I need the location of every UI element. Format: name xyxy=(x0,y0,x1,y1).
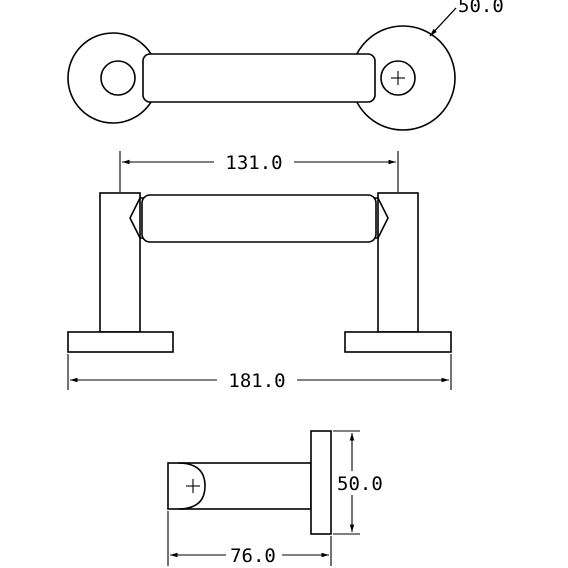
side-depth-label: 76.0 xyxy=(230,545,276,567)
front-view: 131.0 181.0 xyxy=(67,150,452,392)
right-post xyxy=(377,192,419,333)
left-post xyxy=(99,192,141,333)
right-end-cap xyxy=(372,197,389,239)
left-base xyxy=(67,331,174,353)
front-bar xyxy=(141,194,377,243)
right-base xyxy=(344,331,452,353)
top-view: 50.0 xyxy=(67,0,504,131)
side-height-label: 50.0 xyxy=(337,473,383,495)
side-plate xyxy=(310,430,332,535)
diameter-leader-arrow xyxy=(429,7,457,37)
right-post-circle xyxy=(380,60,416,96)
top-diameter-label: 50.0 xyxy=(458,0,504,17)
left-post-circle xyxy=(100,60,136,96)
side-view: 50.0 76.0 xyxy=(167,430,386,567)
front-overall-width-label: 181.0 xyxy=(228,370,285,392)
left-end-cap xyxy=(129,197,146,239)
front-inner-width-label: 131.0 xyxy=(225,152,282,174)
top-bar xyxy=(142,53,376,103)
side-end-cap-front xyxy=(177,462,206,510)
